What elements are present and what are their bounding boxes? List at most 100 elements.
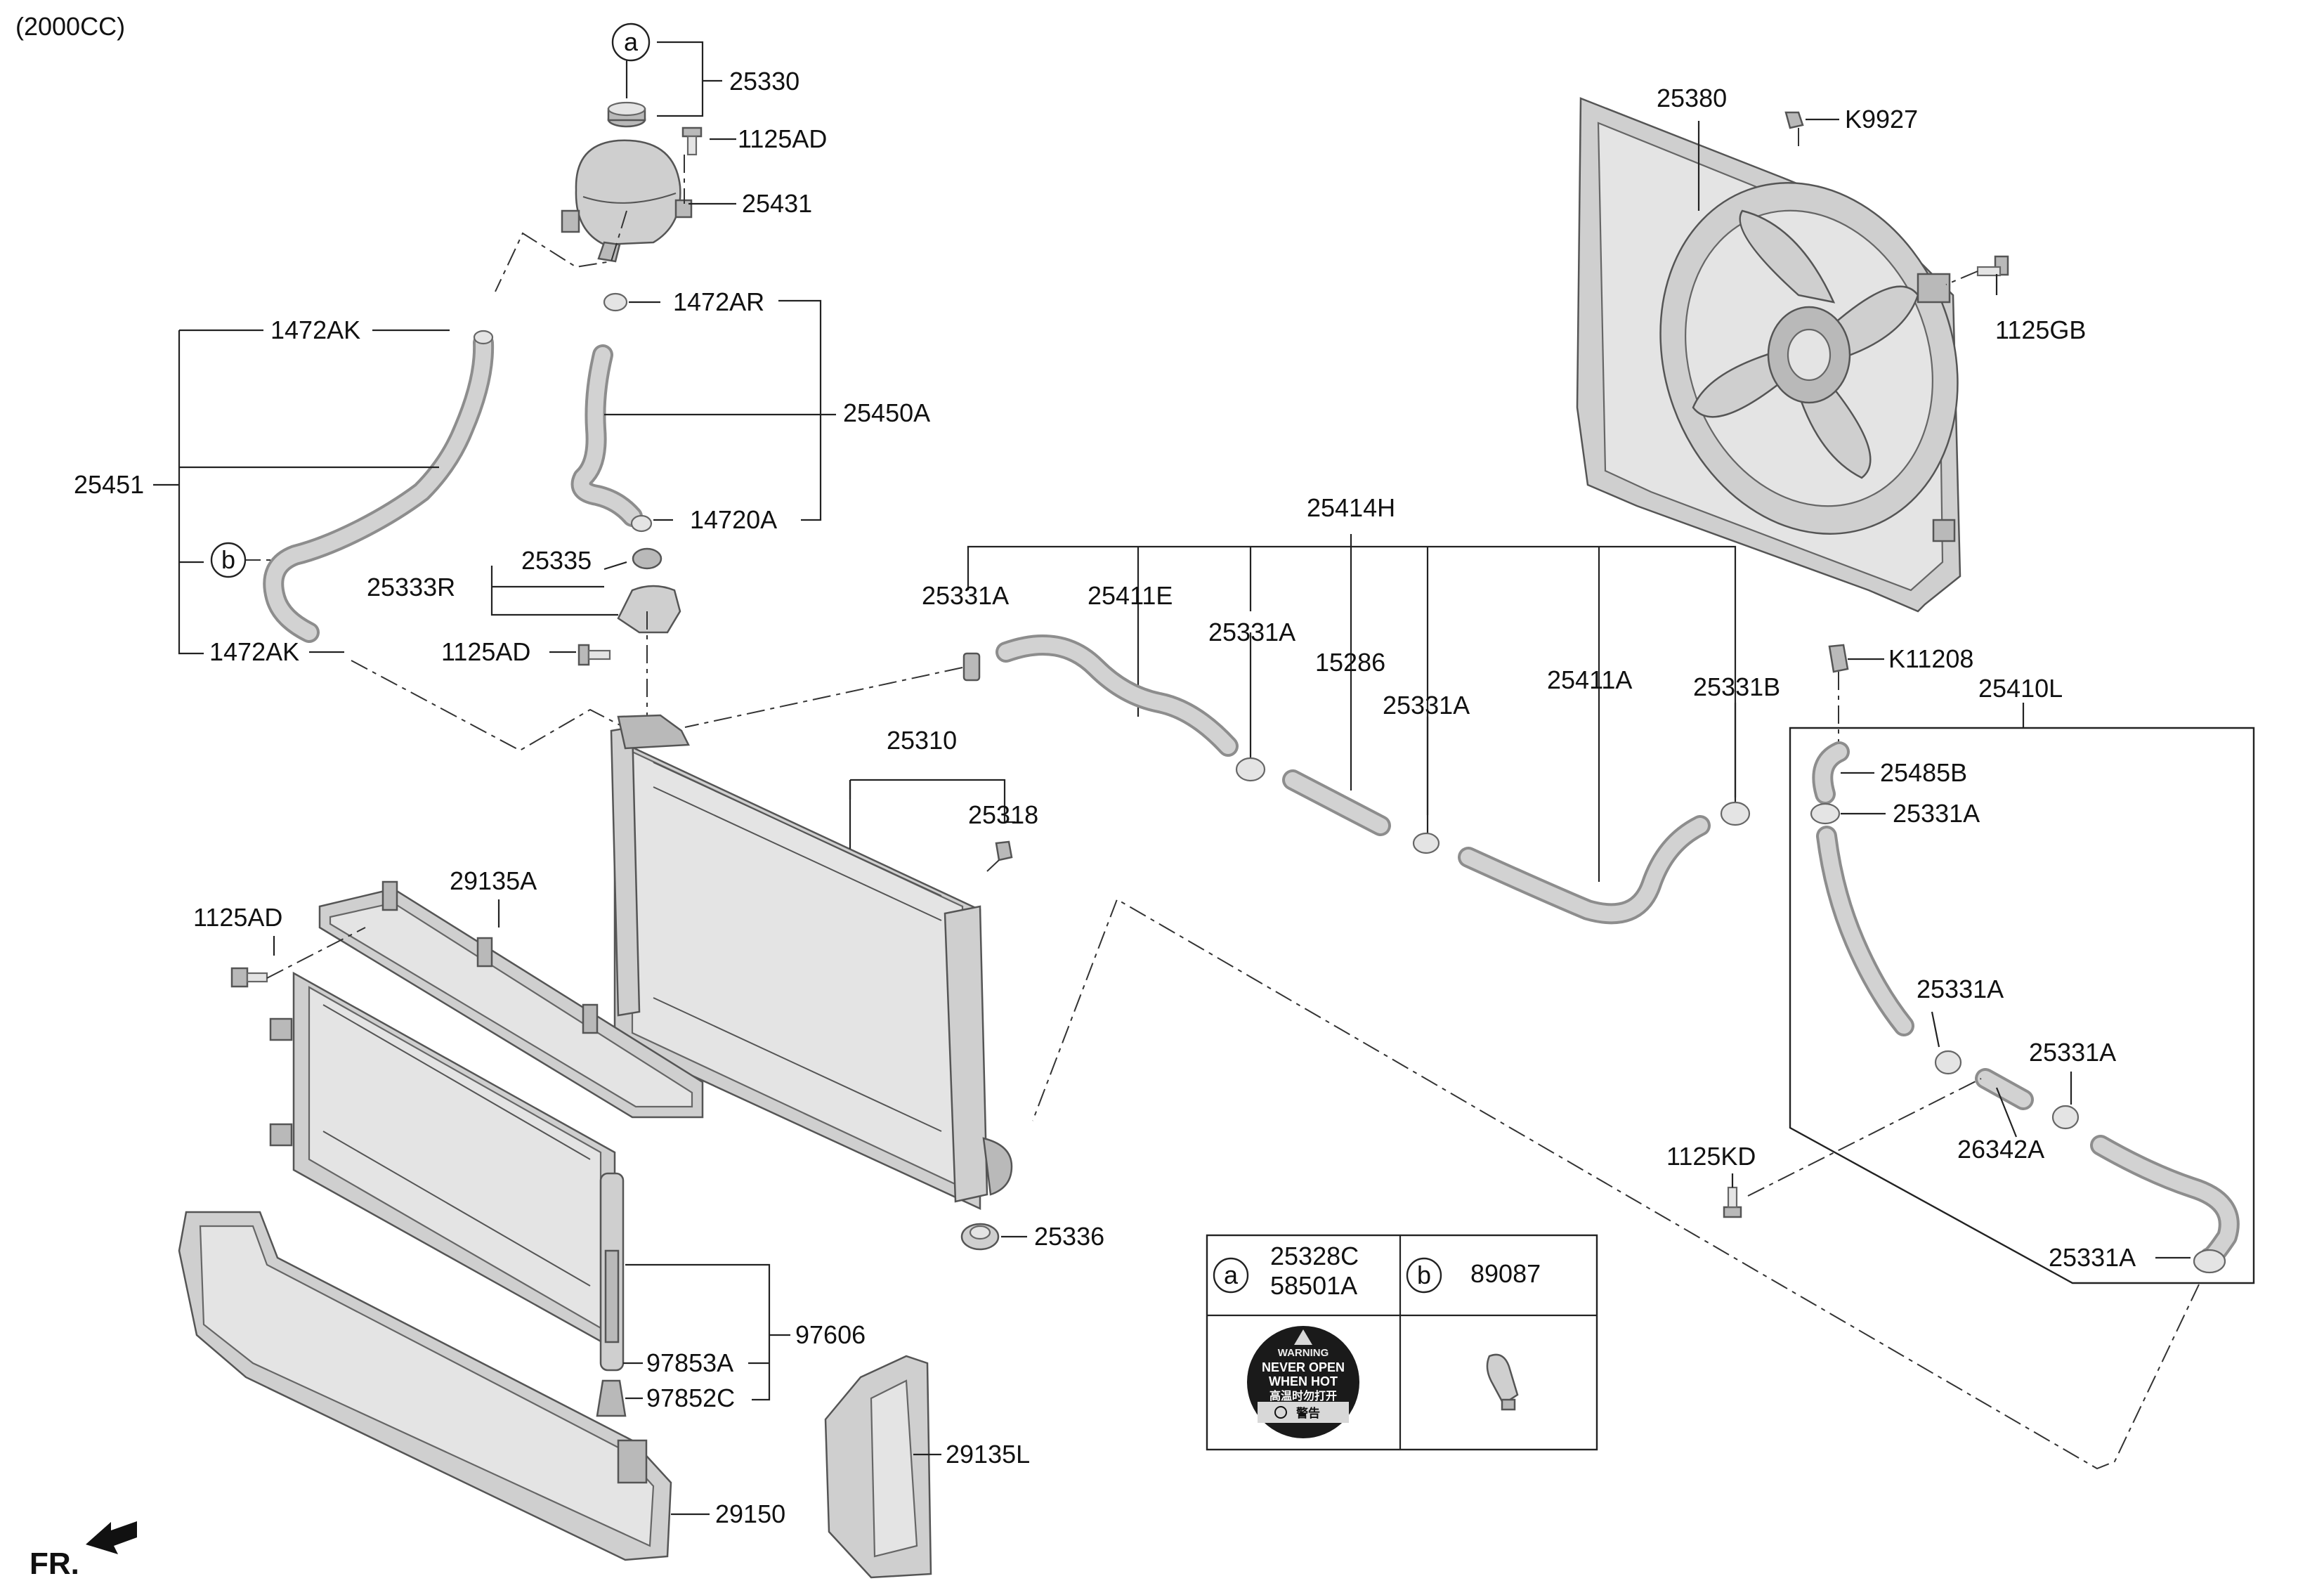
callout-25380: 25380	[1657, 84, 1727, 112]
callout-25485B: 25485B	[1880, 758, 1967, 787]
warning-line2: WHEN HOT	[1269, 1374, 1338, 1388]
marker-b: b	[221, 545, 235, 574]
pipe-15286	[1282, 769, 1391, 836]
callout-25331A-3: 25331A	[1383, 691, 1470, 720]
condenser-97606	[269, 971, 616, 1351]
bolt-1125AD-top	[681, 126, 703, 156]
callout-25431: 25431	[742, 189, 812, 218]
clamp-25331A-5	[1934, 1050, 1962, 1075]
drain-plug-25336	[960, 1223, 1000, 1251]
clamp-25331A-6	[2051, 1105, 2080, 1130]
clamp-14720A	[630, 514, 653, 533]
marker-a: a	[624, 27, 639, 56]
callout-25330: 25330	[729, 67, 799, 96]
clip-89087	[1486, 1353, 1519, 1411]
clip-K11208	[1828, 644, 1849, 673]
callout-26342A: 26342A	[1957, 1135, 2044, 1164]
air-guard-29150	[178, 1211, 672, 1561]
front-arrow-icon	[86, 1521, 137, 1554]
front-label: FR.	[30, 1547, 79, 1581]
callout-25331A-1: 25331A	[922, 581, 1009, 610]
callout-1125KD: 1125KD	[1666, 1142, 1756, 1171]
hose-25410L-lower	[2090, 1135, 2240, 1268]
callout-97852C: 97852C	[646, 1384, 735, 1412]
marker-b-circle	[210, 542, 247, 578]
callout-25411E: 25411E	[1088, 581, 1173, 610]
bolt-1125GB	[1976, 255, 2009, 277]
legend-a-marker: a	[1224, 1261, 1239, 1289]
callout-25414H: 25414H	[1307, 493, 1395, 522]
callout-25331A-2: 25331A	[1208, 618, 1295, 646]
callout-25335: 25335	[521, 546, 592, 575]
hose-25450A	[570, 344, 643, 527]
legend-part-89087: 89087	[1470, 1259, 1541, 1288]
callout-97606: 97606	[795, 1320, 866, 1349]
callout-1472AK-top: 1472AK	[270, 315, 360, 344]
warning-footer: 警告	[1295, 1406, 1320, 1421]
callout-1125AD-low: 1125AD	[193, 903, 282, 932]
legend-b-marker: b	[1417, 1261, 1431, 1289]
reservoir-cap	[607, 101, 646, 128]
callout-1125GB: 1125GB	[1995, 315, 2086, 344]
clamp-25331A-2	[1235, 757, 1266, 782]
clamp-25331A-7	[2193, 1249, 2226, 1274]
callout-K11208: K11208	[1888, 644, 1973, 673]
clamp-25331A-4	[1810, 802, 1841, 825]
callout-25318: 25318	[968, 800, 1038, 829]
warning-line1: NEVER OPEN	[1262, 1360, 1345, 1374]
coolant-reservoir	[561, 139, 693, 263]
hose-25410L-upper	[1816, 826, 1914, 1036]
clamp-25331B	[1720, 801, 1751, 826]
callout-14720A: 14720A	[690, 505, 777, 534]
receiver-drier-97853A	[599, 1172, 625, 1372]
callout-25450A: 25450A	[843, 398, 930, 427]
callout-25331A-4: 25331A	[1893, 799, 1980, 828]
callout-1125AD-top: 1125AD	[738, 124, 827, 153]
hose-25411E	[995, 634, 1239, 757]
legend-b-circle	[1406, 1257, 1442, 1294]
callout-1125AD-mid: 1125AD	[441, 637, 530, 666]
callout-25333R: 25333R	[367, 573, 455, 601]
warning-line3: 高温时勿打开	[1269, 1389, 1337, 1402]
callout-25331A-5: 25331A	[1917, 975, 2004, 1003]
bracket-25333R	[617, 547, 681, 634]
callout-25331B: 25331B	[1693, 672, 1780, 701]
callout-29150: 29150	[715, 1499, 785, 1528]
legend-part-58501A: 58501A	[1270, 1271, 1357, 1300]
clip-K9927	[1784, 111, 1804, 129]
legend-a-circle	[1213, 1257, 1249, 1294]
callout-97853A: 97853A	[646, 1348, 733, 1377]
callout-1472AR: 1472AR	[673, 287, 764, 316]
hose-25411A	[1458, 815, 1711, 925]
clamp-25331A-1	[962, 652, 981, 682]
legend-part-25328C: 25328C	[1270, 1242, 1359, 1270]
warning-title: WARNING	[1278, 1347, 1329, 1359]
legend-table	[1206, 1234, 1598, 1451]
bolt-1125AD-mid	[577, 644, 611, 666]
bolt-1125AD-low	[230, 967, 268, 988]
air-guard-29135A	[318, 880, 704, 1119]
clamp-1472AR	[603, 292, 628, 312]
callout-25451: 25451	[74, 470, 144, 499]
bolt-1125KD	[1723, 1186, 1742, 1218]
callout-29135L: 29135L	[946, 1440, 1030, 1469]
engine-label: (2000CC)	[15, 12, 125, 41]
callout-15286: 15286	[1315, 648, 1385, 677]
air-guard-29135L	[824, 1355, 932, 1579]
hose-1472AK	[263, 330, 495, 643]
group-box-25410L	[1789, 727, 2255, 1284]
callout-25336: 25336	[1034, 1222, 1104, 1251]
callout-25410L: 25410L	[1978, 674, 2063, 703]
no-symbol-icon	[1274, 1406, 1287, 1419]
plug-97852C	[596, 1379, 627, 1417]
radiator-25310	[610, 714, 1013, 1210]
callout-25411A: 25411A	[1547, 665, 1632, 694]
callout-29135A: 29135A	[450, 866, 537, 895]
fitting-26342A	[1975, 1068, 2034, 1110]
callout-25310: 25310	[887, 726, 957, 755]
callout-1472AK-bot: 1472AK	[209, 637, 299, 666]
elbow-25485B	[1812, 741, 1850, 805]
callout-25331A-7: 25331A	[2049, 1243, 2136, 1272]
clamp-25331A-3	[1412, 832, 1440, 854]
fan-shroud-25380	[1576, 97, 1961, 613]
